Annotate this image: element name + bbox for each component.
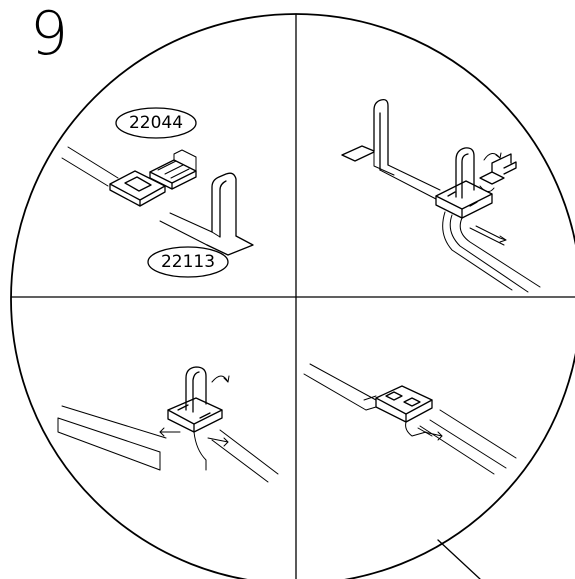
part-label-oval-22044 xyxy=(115,107,197,139)
part-label-oval-22113 xyxy=(147,246,229,278)
quadrant-3-parts xyxy=(57,366,279,483)
quadrant-4-parts xyxy=(303,363,517,475)
pointer-tail-line xyxy=(437,539,481,579)
part-number-22044: 22044 xyxy=(128,113,184,133)
step-number: 9 xyxy=(30,0,69,69)
quadrant-1-parts xyxy=(61,146,254,256)
part-number-22113: 22113 xyxy=(160,252,216,272)
quadrant-2-parts xyxy=(341,98,541,293)
